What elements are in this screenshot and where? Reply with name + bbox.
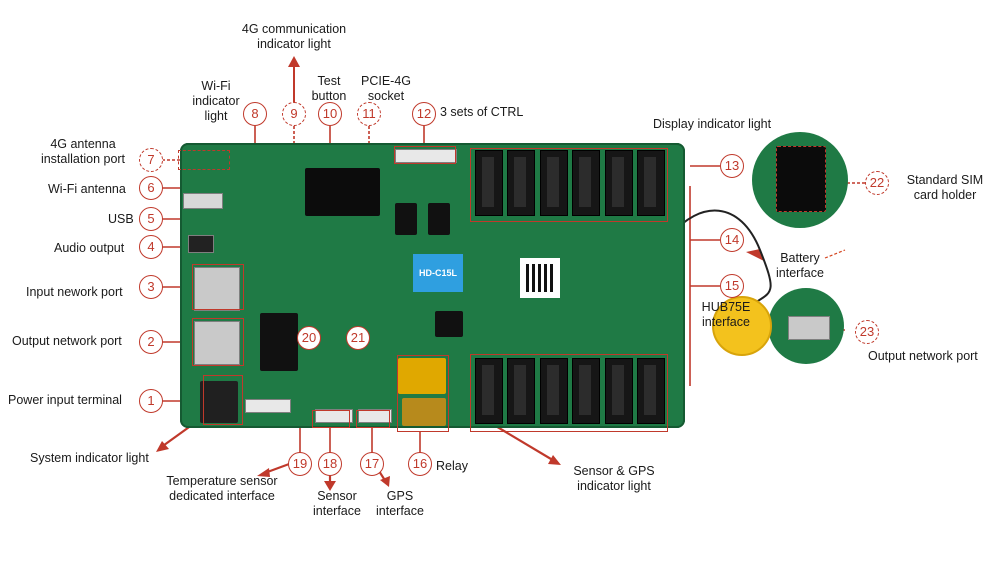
callout-1: 1	[139, 389, 163, 413]
label-wifi-antenna: Wi-Fi antenna	[48, 182, 126, 196]
outline-relay	[397, 355, 449, 432]
temperature-connector	[245, 399, 291, 413]
hub75e-header-6	[637, 150, 665, 216]
arrow-19	[257, 468, 270, 477]
callout-14: 14	[720, 228, 744, 252]
outline-hub75e-top	[470, 148, 668, 222]
callout-13: 13	[720, 154, 744, 178]
label-input-network: Input nework port	[26, 285, 123, 299]
transformer-chip	[260, 313, 298, 371]
callout-6: 6	[139, 176, 163, 200]
callout-18: 18	[318, 452, 342, 476]
arrow-18	[324, 481, 336, 491]
sensor-connector	[315, 409, 353, 423]
callout-7: 7	[139, 148, 163, 172]
label-hub75e: HUB75E interface	[701, 300, 751, 329]
callout-10: 10	[318, 102, 342, 126]
label-wifi-indicator: Wi-Fi indicator light	[192, 79, 240, 123]
outline-sensor	[312, 410, 350, 428]
hub75e-header-1	[475, 150, 503, 216]
outline-hub75e-bottom	[470, 354, 668, 432]
callout-19: 19	[288, 452, 312, 476]
label-4g-antenna: 4G antenna installation port	[40, 137, 126, 166]
hub75e-header-8	[507, 358, 535, 424]
label-output-network-inset: Output network port	[868, 349, 978, 363]
pcie-socket	[305, 168, 380, 216]
power-terminal	[200, 381, 238, 423]
arrow-20	[156, 441, 169, 452]
hub75e-header-11	[605, 358, 633, 424]
label-sensor-gps-indicator: Sensor & GPS indicator light	[573, 464, 655, 493]
label-sensor: Sensor interface	[313, 489, 361, 518]
callout-21: 21	[346, 326, 370, 350]
leader-14-wire	[824, 249, 846, 259]
gps-connector	[358, 409, 392, 423]
outline-input-port	[192, 264, 244, 310]
label-gps: GPS interface	[376, 489, 424, 518]
outline-gps	[356, 410, 390, 428]
coin-battery	[712, 296, 772, 356]
ctrl-connectors	[395, 149, 457, 163]
callout-4: 4	[139, 235, 163, 259]
arrow-17	[380, 476, 390, 487]
label-display-indicator: Display indicator light	[653, 117, 772, 131]
output-network-jack	[194, 321, 240, 365]
audio-jack	[188, 235, 214, 253]
outline-ctrl	[394, 146, 456, 164]
memory-chip-2	[428, 203, 450, 235]
hub75e-header-2	[507, 150, 535, 216]
label-usb: USB	[108, 212, 134, 226]
label-temperature-sensor: Temperature sensor dedicated interface	[166, 474, 278, 503]
outline-4g-antenna	[178, 150, 230, 170]
sim-card-inset	[752, 132, 848, 228]
callout-3: 3	[139, 275, 163, 299]
outline-power-terminal	[203, 375, 243, 425]
callout-12: 12	[412, 102, 436, 126]
callout-9: 9	[282, 102, 306, 126]
label-ctrl: 3 sets of CTRL	[440, 105, 524, 119]
label-4g-indicator: 4G communication indicator light	[241, 22, 347, 51]
battery-wire	[669, 209, 772, 311]
callout-17: 17	[360, 452, 384, 476]
label-battery: Battery interface	[776, 251, 824, 280]
inset-network-jack	[788, 316, 830, 340]
callout-5: 5	[139, 207, 163, 231]
arrow-14	[746, 249, 764, 261]
sim-card-holder	[776, 146, 826, 212]
callout-15: 15	[720, 274, 744, 298]
hub75e-header-12	[637, 358, 665, 424]
arrow-21	[548, 455, 561, 465]
hub75e-header-9	[540, 358, 568, 424]
input-network-jack	[194, 267, 240, 311]
hub75e-header-4	[572, 150, 600, 216]
callout-11: 11	[357, 102, 381, 126]
relay	[398, 358, 446, 394]
hub75e-header-5	[605, 150, 633, 216]
outline-output-port	[192, 318, 244, 366]
model-label: HD-C15L	[413, 254, 463, 292]
hub75e-header-7	[475, 358, 503, 424]
callout-8: 8	[243, 102, 267, 126]
cpu-chip	[435, 311, 463, 337]
hub75e-header-3	[540, 150, 568, 216]
label-power-input: Power input terminal	[8, 393, 122, 407]
memory-chip-1	[395, 203, 417, 235]
hub75e-header-10	[572, 358, 600, 424]
label-system-indicator: System indicator light	[30, 451, 149, 465]
usb-port	[183, 193, 223, 209]
callout-16: 16	[408, 452, 432, 476]
label-output-network: Output network port	[12, 334, 122, 348]
label-sim-holder: Standard SIM card holder	[906, 173, 984, 202]
relay-terminal	[402, 398, 446, 426]
label-audio: Audio output	[54, 241, 125, 255]
callout-22: 22	[865, 171, 889, 195]
callout-23: 23	[855, 320, 879, 344]
output-port-inset	[768, 288, 844, 364]
callout-2: 2	[139, 330, 163, 354]
qr-code	[520, 258, 560, 298]
label-pcie-4g: PCIE-4G socket	[360, 74, 411, 103]
label-test-button: Test button	[311, 74, 347, 103]
label-relay: Relay	[436, 459, 468, 473]
callout-20: 20	[297, 326, 321, 350]
